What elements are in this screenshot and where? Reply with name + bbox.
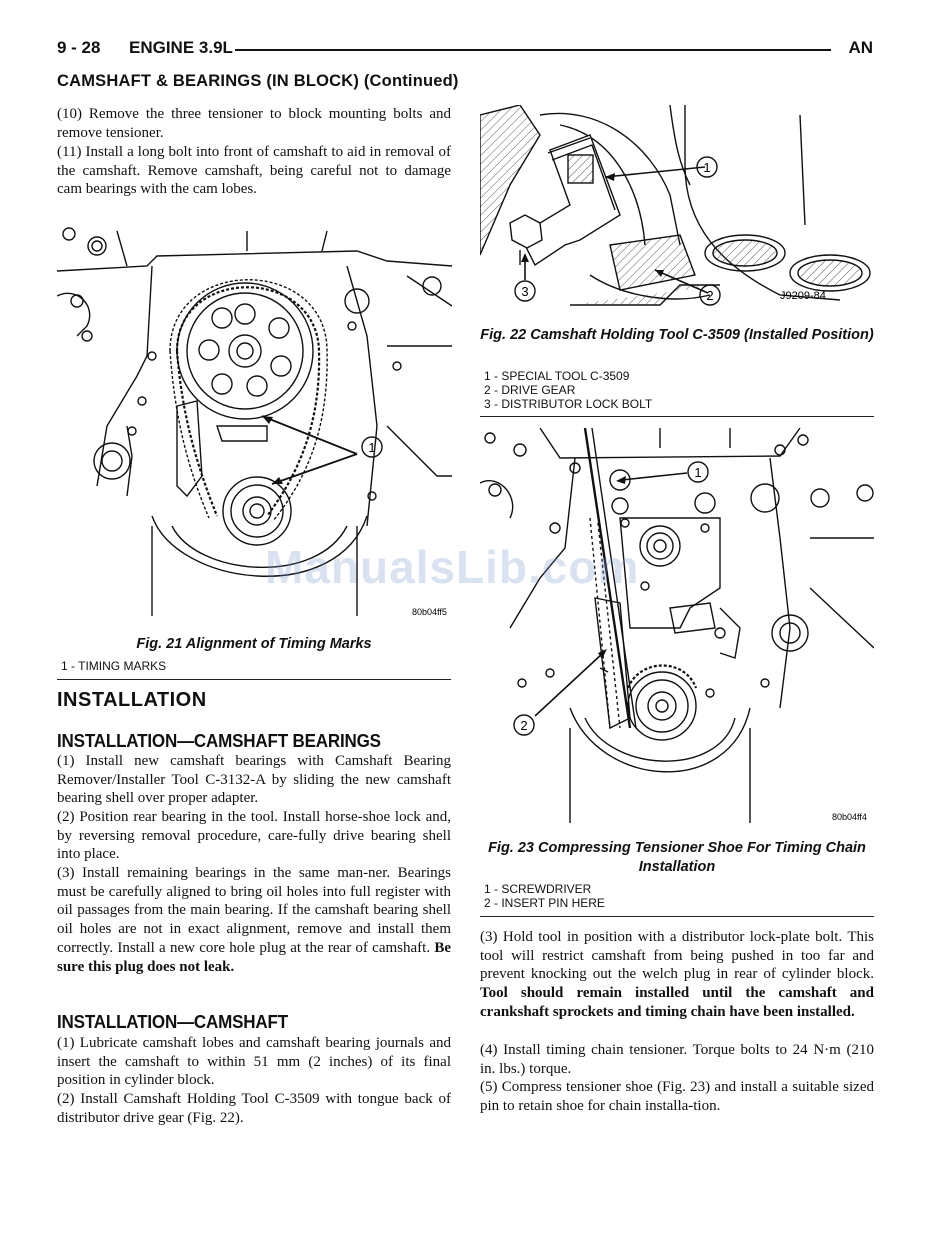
watermark: ManualsLib.com (265, 541, 640, 593)
right-step-3-text: (3) Hold tool in position with a distrib… (480, 929, 874, 983)
page-number: 9 - 28 (57, 38, 101, 57)
chapter-title: ENGINE 3.9L (129, 38, 233, 57)
fig22-callout-3: 3 (521, 284, 528, 299)
right-step-4: (4) Install timing chain tensioner. Torq… (480, 1042, 874, 1077)
fig23-legend-1: 1 - SCREWDRIVER (484, 882, 592, 896)
camshaft-step-2: (2) Install Camshaft Holding Tool C-3509… (57, 1091, 451, 1126)
fig21-timing-marks-illustration: 1 80b04ff5 (57, 227, 452, 617)
fig21-caption: Fig. 21 Alignment of Timing Marks (136, 636, 372, 652)
fig23-callout-1: 1 (694, 465, 701, 480)
fig21-legend-1: 1 - TIMING MARKS (61, 659, 167, 673)
fig22-callout-1: 1 (703, 160, 710, 175)
fig21-divider (57, 679, 451, 680)
fig23-legend-2: 2 - INSERT PIN HERE (484, 896, 605, 910)
installation-heading: INSTALLATION (57, 689, 207, 711)
fig22-callout-2: 2 (706, 288, 713, 303)
page-header: 9 - 28 ENGINE 3.9L AN (57, 38, 873, 60)
fig23-divider (480, 916, 874, 917)
bearings-step-3-text: (3) Install remaining bearings in the sa… (57, 865, 451, 956)
bearings-step-1: (1) Install new camshaft bearings with C… (57, 753, 451, 807)
bearings-heading: INSTALLATION—CAMSHAFT BEARINGS (57, 730, 381, 751)
step-11: (11) Install a long bolt into front of c… (57, 144, 451, 198)
fig22-divider (480, 416, 874, 417)
camshaft-step-1: (1) Lubricate camshaft lobes and camshaf… (57, 1035, 451, 1089)
model-code: AN (848, 38, 873, 57)
bearings-step-2: (2) Position rear bearing in the tool. I… (57, 809, 451, 863)
fig22-legend-3: 3 - DISTRIBUTOR LOCK BOLT (484, 397, 653, 411)
fig23-tensioner-illustration: 1 2 80b04ff4 (480, 428, 874, 823)
fig23-callout-2: 2 (520, 718, 527, 733)
fig22-caption: Fig. 22 Camshaft Holding Tool C-3509 (In… (480, 327, 874, 343)
header-rule (235, 49, 831, 51)
fig21-callout-1: 1 (368, 440, 375, 455)
bearings-step-3: (3) Install remaining bearings in the sa… (57, 864, 451, 976)
section-title: CAMSHAFT & BEARINGS (IN BLOCK) (Continue… (57, 72, 459, 90)
right-step-3-warning: Tool should remain installed until the c… (480, 985, 874, 1020)
step-10: (10) Remove the three tensioner to block… (57, 106, 451, 141)
fig23-code: 80b04ff4 (832, 812, 867, 822)
fig21-code: 80b04ff5 (412, 607, 447, 617)
right-step-5: (5) Compress tensioner shoe (Fig. 23) an… (480, 1079, 874, 1114)
fig22-legend-2: 2 - DRIVE GEAR (484, 383, 576, 397)
fig22-holding-tool-illustration: 1 2 3 J9209-84 (480, 105, 871, 306)
fig22-legend-1: 1 - SPECIAL TOOL C-3509 (484, 369, 630, 383)
camshaft-heading: INSTALLATION—CAMSHAFT (57, 1011, 288, 1032)
right-step-3: (3) Hold tool in position with a distrib… (480, 928, 874, 1022)
fig22-code: J9209-84 (780, 290, 826, 302)
fig23-caption: Fig. 23 Compressing Tensioner Shoe For T… (488, 840, 866, 875)
bearings-warning: Be sure this plug does not leak. (57, 939, 451, 975)
